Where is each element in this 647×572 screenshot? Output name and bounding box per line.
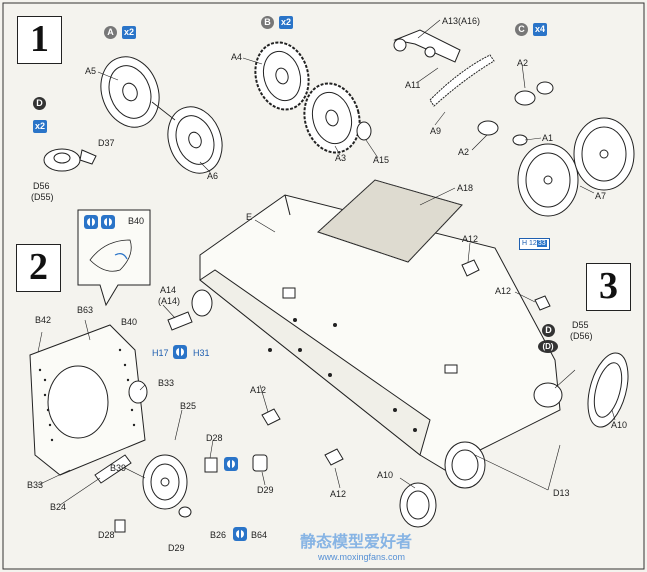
paint-icon xyxy=(101,215,115,229)
label-d56: D56 xyxy=(33,181,50,191)
part-d56 xyxy=(43,148,97,172)
idler-wheels-a10 xyxy=(399,352,629,528)
part-b24 xyxy=(94,454,132,484)
label-b40-callout: B40 xyxy=(128,216,145,226)
label-a5: A5 xyxy=(85,66,97,76)
label-b63: B63 xyxy=(77,305,94,315)
final-drive-a14 xyxy=(191,289,213,317)
cement-icon xyxy=(84,215,98,229)
label-b33-left: B33 xyxy=(27,480,44,490)
qty-badge-a: x2 xyxy=(122,26,137,39)
step-1-marker: 1 xyxy=(17,16,62,64)
engine-grille-a18 xyxy=(317,179,463,263)
label-b33-top: B33 xyxy=(158,378,175,388)
idler-arm-assembly xyxy=(393,29,554,146)
label-d28-top: D28 xyxy=(206,433,223,443)
leader-lines xyxy=(37,19,616,506)
label-a12-right-top: A12 xyxy=(462,234,479,244)
part-d55 xyxy=(533,382,563,408)
sprocket-a5 xyxy=(100,56,160,128)
assembly-icon xyxy=(224,457,238,471)
label-a10-bottom: A10 xyxy=(377,470,394,480)
road-wheels-a7 xyxy=(517,117,635,217)
part-b33 xyxy=(128,380,148,404)
label-a12-mid: A12 xyxy=(250,385,267,395)
label-e: E xyxy=(246,212,253,222)
group-d-circle-step3: D xyxy=(542,324,555,337)
label-h17: H17 xyxy=(152,348,169,358)
label-d37: D37 xyxy=(98,138,115,148)
label-a1: A1 xyxy=(542,133,554,143)
label-d29-bottom: D29 xyxy=(168,543,185,553)
label-b40: B40 xyxy=(121,317,138,327)
label-a7: A7 xyxy=(595,191,607,201)
label-a14: A14 xyxy=(160,285,177,295)
group-a-circle: A xyxy=(104,26,117,39)
label-a13: A13(A16) xyxy=(442,16,481,26)
group-b-circle: B xyxy=(261,16,274,29)
label-b39: B39 xyxy=(110,463,127,473)
label-a6: A6 xyxy=(207,171,219,181)
drive-sprocket-a4 xyxy=(254,41,310,111)
parts-a12 xyxy=(261,259,551,466)
label-b26: B26 xyxy=(210,530,227,540)
label-d13: D13 xyxy=(553,488,570,498)
callout-bubble xyxy=(77,209,151,307)
label-a14-paren: (A14) xyxy=(158,296,181,306)
label-b25: B25 xyxy=(180,401,197,411)
reference-box: H 1233 xyxy=(519,238,550,250)
label-h31: H31 xyxy=(193,348,210,358)
watermark-chinese: 静态模型爱好者 xyxy=(300,534,413,551)
step-3-marker: 3 xyxy=(586,263,631,311)
label-b64: B64 xyxy=(251,530,268,540)
label-a3: A3 xyxy=(335,153,347,163)
sprocket-a6 xyxy=(167,106,223,174)
qty-badge-c: x4 xyxy=(533,23,548,36)
label-a15: A15 xyxy=(373,155,390,165)
label-a4: A4 xyxy=(231,52,243,62)
label-a12-right: A12 xyxy=(495,286,512,296)
label-a2-bottom: A2 xyxy=(458,147,470,157)
label-a2-top: A2 xyxy=(517,58,529,68)
label-b42: B42 xyxy=(35,315,52,325)
label-a18: A18 xyxy=(457,183,474,193)
part-d28 xyxy=(204,457,218,473)
label-d29-right: D29 xyxy=(257,485,274,495)
label-d28-bottom: D28 xyxy=(98,530,115,540)
drive-sprocket-a3 xyxy=(303,82,361,154)
label-a11: A11 xyxy=(405,80,421,90)
hull-bump xyxy=(282,287,296,299)
label-d55: (D55) xyxy=(31,192,54,202)
label-a10-right: A10 xyxy=(611,420,628,430)
side-plate xyxy=(29,324,146,476)
qty-badge-b: x2 xyxy=(279,16,294,29)
assembly-icon-b26 xyxy=(233,527,247,541)
qty-badge-d: x2 xyxy=(33,120,48,133)
label-a12-bottom: A12 xyxy=(330,489,347,499)
group-c-circle: C xyxy=(515,23,528,36)
watermark-url: www.moxingfans.com xyxy=(318,552,406,562)
part-d29 xyxy=(252,454,268,472)
label-b24: B24 xyxy=(50,502,67,512)
label-a9: A9 xyxy=(430,126,442,136)
label-d56-step3: (D56) xyxy=(570,331,593,341)
wheel-b39 xyxy=(142,454,188,510)
label-d55-step3: D55 xyxy=(572,320,589,330)
step-2-marker: 2 xyxy=(16,244,61,292)
drill-icon xyxy=(173,345,187,359)
group-d-circle: D xyxy=(33,97,46,110)
group-d-paren-circle: (D) xyxy=(538,340,558,353)
hub-cap-a15 xyxy=(356,121,372,141)
